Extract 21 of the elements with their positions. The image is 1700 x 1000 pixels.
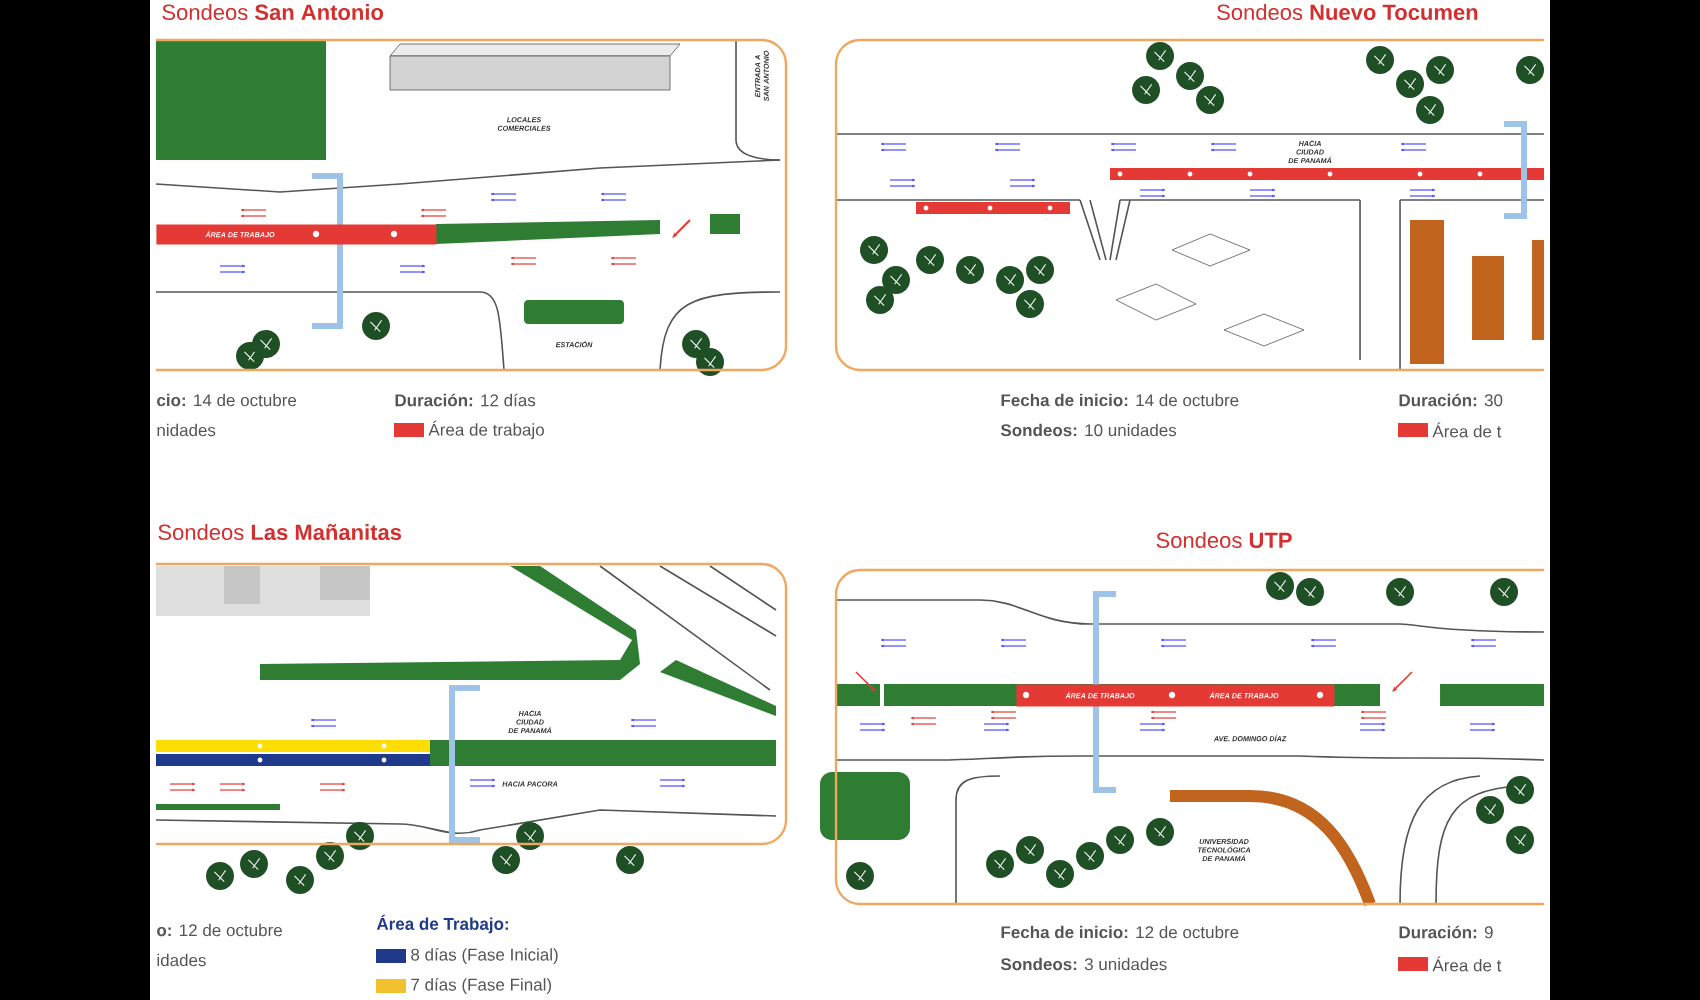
legend-text: Área de trabajo — [428, 420, 544, 440]
info-text: Área de Trabajo: — [376, 914, 508, 934]
info-text: Sondeos: 3 unidades — [1000, 957, 1167, 971]
info-text: Duración: 12 días — [395, 393, 536, 407]
info-text: Fecha de inicio: 14 de octubre — [1001, 393, 1239, 407]
legend-text: Área de t — [1432, 422, 1502, 438]
info-text: Duración: 9 — [1399, 925, 1493, 939]
legend-text: Área de t — [1432, 956, 1502, 972]
panel-title: Sondeos Nuevo Tocumen — [1217, 3, 1478, 21]
info-text: Sondeos: 10 unidades — [1000, 423, 1177, 437]
info-text: Duración: 30 — [1399, 393, 1503, 407]
info-text: cio: 14 de octubre — [157, 393, 297, 407]
info-text: Fecha de inicio: 12 de octubre — [1001, 925, 1239, 939]
info-text: o: 12 de octubre — [157, 923, 282, 937]
info-text: nidades — [157, 423, 216, 437]
panel-title: Sondeos Las Mañanitas — [158, 523, 402, 541]
legend-text: 8 días (Fase Inicial) — [411, 948, 558, 964]
legend-text: 7 días (Fase Final) — [411, 978, 552, 995]
panel-title: Sondeos San Antonio — [162, 3, 384, 21]
panel-title: Sondeos UTP — [1156, 531, 1292, 549]
info-text: idades — [157, 953, 206, 967]
